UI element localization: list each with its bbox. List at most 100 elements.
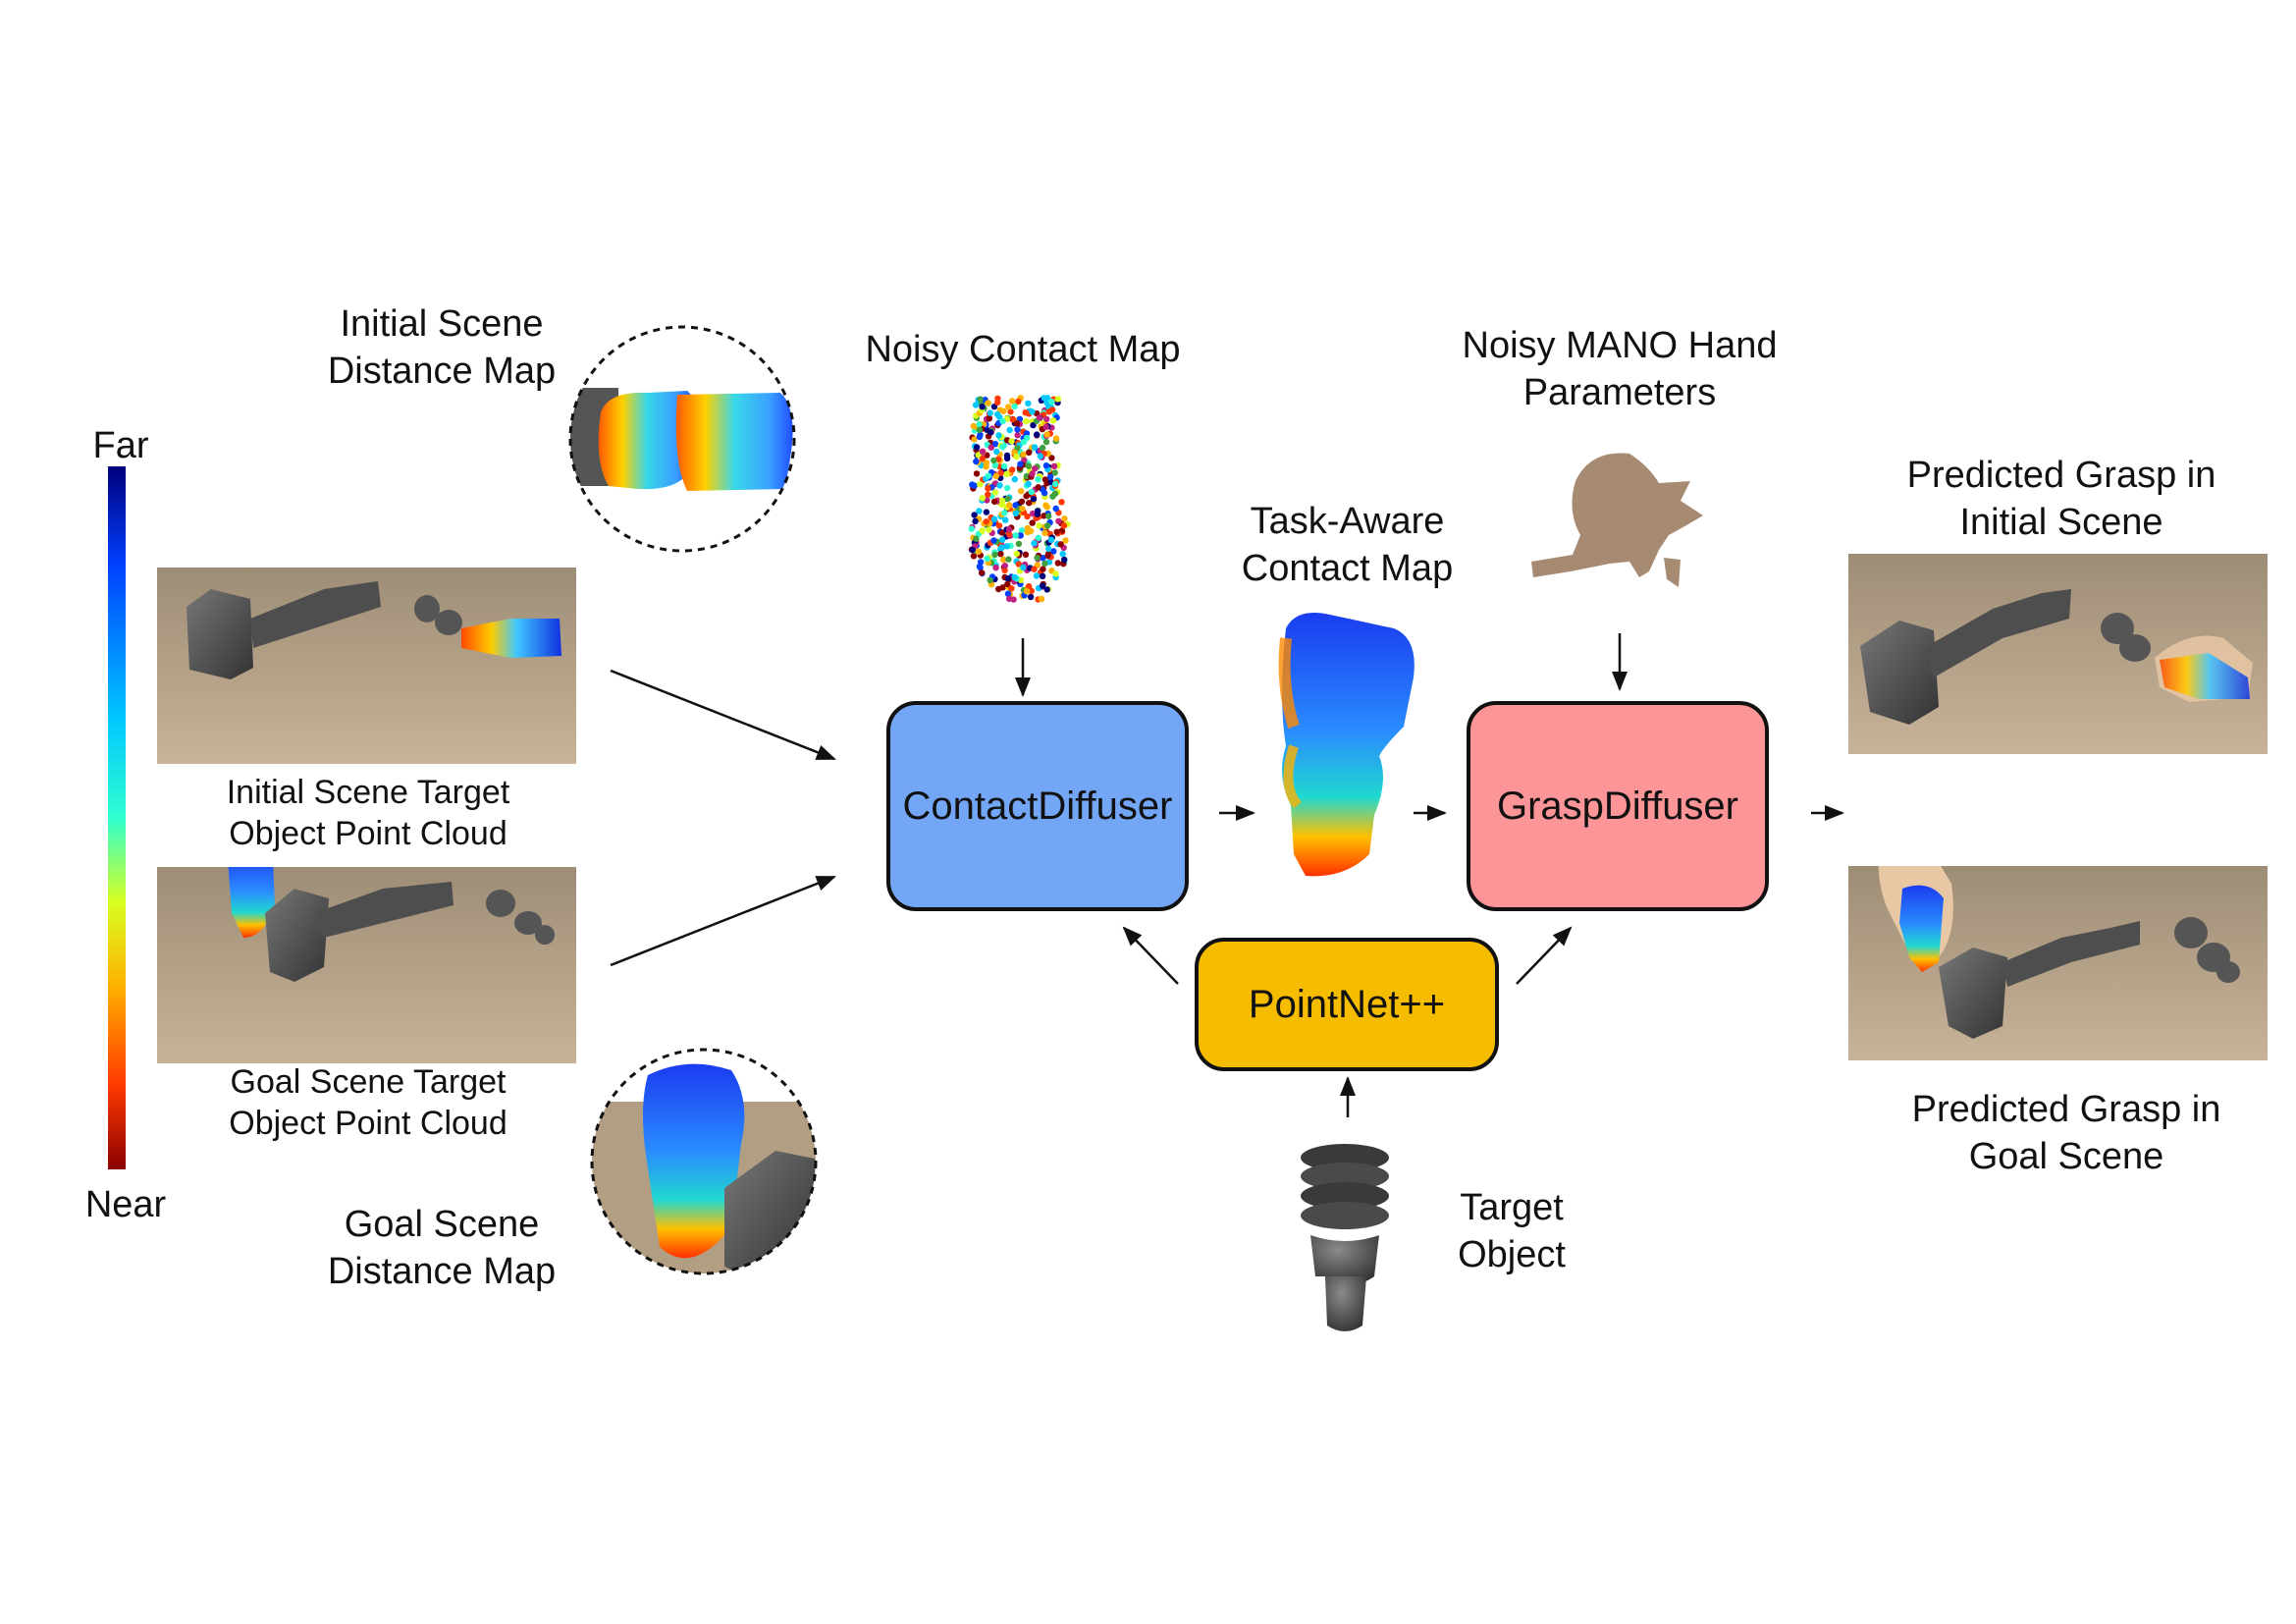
- noisy-contact-point: [1004, 590, 1012, 597]
- noisy-contact-point: [1052, 480, 1059, 488]
- noisy-contact-point: [1053, 528, 1060, 535]
- noisy-contact-point: [1028, 488, 1035, 496]
- noisy-contact-point: [1044, 522, 1051, 529]
- noisy-contact-point: [1042, 462, 1050, 469]
- noisy-contact-point: [1025, 480, 1032, 487]
- noisy-contact-point: [1001, 510, 1008, 516]
- noisy-contact-point: [1061, 556, 1068, 564]
- noisy-contact-point: [1052, 505, 1059, 513]
- predicted-grasp-initial-label: Predicted Grasp in Initial Scene: [1906, 455, 2216, 543]
- flow-arrows: [610, 633, 1844, 1117]
- noisy-contact-point: [1029, 510, 1037, 517]
- noisy-contact-point: [983, 518, 989, 525]
- noisy-contact-point: [1009, 466, 1016, 473]
- noisy-contact-point: [1001, 567, 1008, 573]
- noisy-contact-point: [1012, 502, 1019, 509]
- noisy-contact-point: [1012, 532, 1019, 539]
- grasp-diffuser-box: GraspDiffuser: [1467, 701, 1769, 911]
- noisy-contact-point: [991, 441, 999, 448]
- colorbar-far-label: Far: [92, 425, 149, 466]
- noisy-contact-point: [1026, 449, 1033, 456]
- noisy-contact-point: [979, 404, 986, 410]
- noisy-contact-point: [995, 432, 1002, 439]
- target-object-label: Target Object: [1458, 1187, 1566, 1275]
- noisy-contact-point: [1046, 473, 1054, 480]
- noisy-contact-point: [999, 584, 1006, 591]
- noisy-contact-point: [1017, 460, 1024, 467]
- noisy-contact-point: [1013, 420, 1021, 427]
- noisy-contact-point: [1061, 514, 1068, 522]
- noisy-contact-point: [1062, 537, 1069, 544]
- noisy-contact-point: [1054, 396, 1062, 403]
- noisy-contact-point: [1022, 409, 1029, 416]
- noisy-contact-point: [997, 551, 1004, 558]
- noisy-contact-map-image: [968, 395, 1071, 603]
- noisy-contact-point: [976, 426, 984, 433]
- task-aware-contact-label: Task-Aware Contact Map: [1241, 501, 1454, 589]
- noisy-contact-point: [1011, 475, 1019, 483]
- noisy-contact-point: [1036, 414, 1043, 421]
- task-aware-contact-map-image: [1278, 613, 1415, 877]
- noisy-contact-point: [1051, 469, 1058, 476]
- initial-distance-map-image: [568, 325, 796, 553]
- noisy-contact-point: [1012, 510, 1020, 516]
- noisy-contact-point: [990, 498, 998, 506]
- noisy-contact-point: [979, 527, 986, 534]
- noisy-contact-point: [1020, 451, 1027, 458]
- arrow-pointnet-to-grasp: [1516, 926, 1573, 985]
- pointnet-box: PointNet++: [1195, 938, 1499, 1071]
- arrow-pointnet-to-contact: [1122, 926, 1179, 985]
- noisy-contact-point: [1031, 444, 1039, 451]
- noisy-contact-point: [1059, 550, 1066, 558]
- noisy-contact-point: [1047, 536, 1055, 543]
- arrow-initial-to-contact: [610, 669, 836, 761]
- noisy-contact-point: [992, 565, 999, 571]
- noisy-contact-point: [973, 458, 980, 465]
- noisy-contact-point: [1023, 430, 1031, 437]
- noisy-contact-point: [1055, 517, 1062, 524]
- noisy-contact-point: [1008, 438, 1015, 445]
- noisy-contact-point: [1003, 470, 1010, 478]
- initial-distance-map-label: Initial Scene Distance Map: [327, 303, 557, 392]
- goal-distance-map-image: [590, 1048, 818, 1275]
- noisy-contact-point: [971, 512, 978, 518]
- noisy-contact-point: [983, 460, 989, 466]
- noisy-contact-point: [1036, 522, 1042, 529]
- noisy-contact-point: [977, 396, 984, 403]
- noisy-contact-point: [991, 461, 998, 469]
- noisy-contact-point: [969, 546, 976, 554]
- noisy-contact-point: [998, 501, 1006, 508]
- noisy-mano-label: Noisy MANO Hand Parameters: [1462, 325, 1778, 413]
- noisy-contact-point: [969, 481, 976, 488]
- noisy-contact-point: [1005, 526, 1013, 533]
- noisy-contact-point: [1031, 566, 1038, 572]
- noisy-contact-point: [1035, 484, 1041, 491]
- noisy-contact-point: [1004, 575, 1011, 582]
- noisy-contact-point: [973, 470, 981, 477]
- noisy-contact-point: [1009, 416, 1017, 423]
- noisy-contact-point: [1029, 470, 1036, 477]
- noisy-contact-point: [986, 415, 993, 422]
- noisy-contact-point: [996, 482, 1003, 489]
- initial-scene-image: [157, 568, 576, 764]
- noisy-contact-point: [1035, 534, 1042, 542]
- noisy-contact-point: [1014, 426, 1021, 433]
- noisy-contact-point: [1034, 555, 1041, 562]
- noisy-contact-point: [1041, 529, 1048, 536]
- noisy-contact-point: [1018, 527, 1026, 534]
- noisy-contact-point: [993, 448, 1000, 456]
- noisy-contact-point: [999, 417, 1006, 425]
- noisy-contact-point: [1027, 593, 1035, 601]
- noisy-contact-point: [1048, 406, 1056, 413]
- noisy-contact-point: [1013, 550, 1020, 558]
- noisy-contact-point: [1023, 493, 1030, 500]
- noisy-contact-point: [1049, 493, 1056, 500]
- noisy-contact-point: [1026, 583, 1033, 590]
- noisy-contact-point: [994, 399, 1001, 406]
- noisy-contact-point: [1041, 560, 1048, 568]
- noisy-contact-point: [1017, 532, 1025, 539]
- noisy-contact-point: [1031, 540, 1038, 547]
- noisy-contact-point: [1029, 408, 1036, 415]
- noisy-contact-point: [1037, 453, 1044, 460]
- noisy-contact-point: [988, 444, 994, 451]
